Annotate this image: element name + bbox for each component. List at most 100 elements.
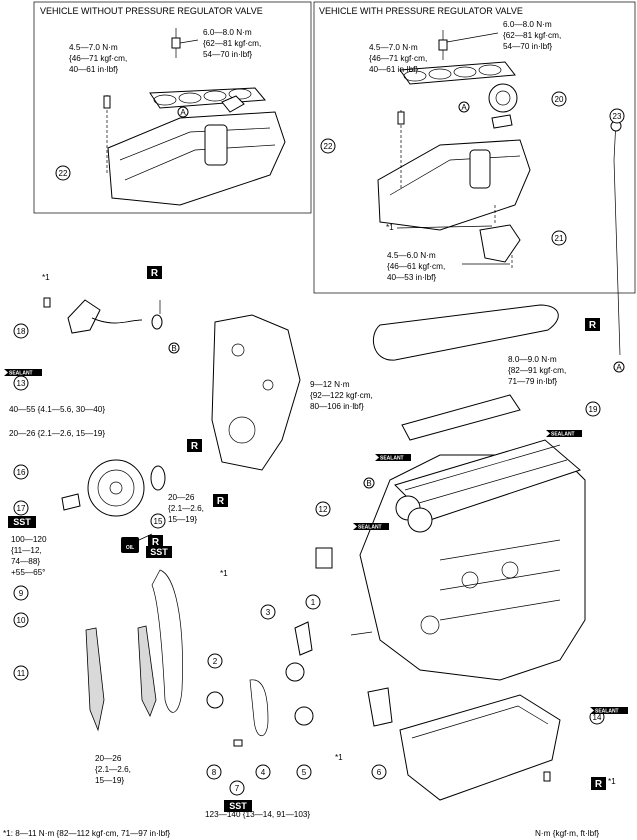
- star1-label-guide: *1: [335, 753, 343, 762]
- svg-text:15—19}: 15—19}: [168, 515, 197, 524]
- callout-15: 15: [150, 513, 166, 529]
- callout-3: 3: [260, 604, 276, 620]
- timing-chain: [151, 569, 183, 713]
- r-badge-seal: R: [148, 535, 163, 548]
- svg-text:SEALANT: SEALANT: [595, 709, 619, 715]
- sst-badge-idler: SST: [224, 800, 252, 812]
- sst-badge-pulley: SST: [8, 516, 36, 528]
- block-ribs: [420, 539, 561, 635]
- ref-b-block: B: [363, 477, 375, 489]
- svg-text:R: R: [151, 268, 159, 279]
- ref-a-left: A: [177, 106, 189, 118]
- svg-text:9: 9: [19, 589, 24, 598]
- torque-idler: 123—140 {13—14, 91—103}: [205, 810, 310, 819]
- torque-cover-lower: 20—26 {2.1—2.6, 15—19}: [168, 493, 204, 524]
- svg-text:SST: SST: [229, 801, 247, 811]
- oil-filler-right: [469, 149, 491, 189]
- svg-text:8: 8: [212, 768, 217, 777]
- svg-text:{46—61 kgf·cm,: {46—61 kgf·cm,: [387, 262, 445, 271]
- svg-text:B: B: [171, 344, 176, 353]
- svg-text:100—120: 100—120: [11, 535, 47, 544]
- regulator-bracket: [479, 224, 521, 263]
- svg-text:15—19}: 15—19}: [95, 776, 124, 785]
- svg-text:SEALANT: SEALANT: [358, 525, 382, 531]
- torque-cover-short: 20—26 {2.1—2.6, 15—19}: [9, 429, 105, 438]
- svg-text:54—70 in·lbf}: 54—70 in·lbf}: [503, 42, 552, 51]
- oil-drain-plug: [543, 771, 551, 782]
- callout-22b: 22: [320, 138, 336, 154]
- callout-18: 18: [13, 323, 29, 339]
- oil-pump-drive-sprocket: [206, 691, 224, 709]
- engine-bracket: [401, 394, 521, 441]
- svg-text:40—61 in·lbf}: 40—61 in·lbf}: [69, 65, 118, 74]
- timing-chain-cover: [211, 314, 301, 471]
- torque-head-cover-nut: 8.0—9.0 N·m {82—91 kgf·cm, 71—79 in·lbf}: [508, 355, 566, 386]
- gasket-lobes-left: [153, 88, 252, 106]
- svg-text:{62—81 kgf·cm,: {62—81 kgf·cm,: [503, 31, 561, 40]
- badges: RRRRRRSSTSSTSSTSEALANTSEALANTSEALANTSEAL…: [4, 266, 628, 812]
- svg-text:R: R: [589, 320, 597, 331]
- svg-text:10: 10: [17, 616, 26, 625]
- camshafts: [404, 444, 568, 506]
- callout-7: 7: [229, 780, 245, 796]
- crankshaft-sprocket: [285, 662, 305, 682]
- oil-filler-left: [204, 124, 228, 166]
- svg-text:{11—12,: {11—12,: [11, 546, 42, 555]
- svg-text:80—106 in·lbf}: 80—106 in·lbf}: [310, 402, 364, 411]
- svg-text:6.0—8.0 N·m: 6.0—8.0 N·m: [203, 28, 252, 37]
- svg-text:{2.1—2.6,: {2.1—2.6,: [95, 765, 131, 774]
- ref-b-pipe: B: [168, 342, 180, 354]
- svg-text:SST: SST: [13, 517, 31, 527]
- svg-text:R: R: [152, 537, 160, 548]
- callout-16: 16: [13, 464, 29, 480]
- svg-text:7: 7: [235, 784, 240, 793]
- r-badge-pan: R: [591, 777, 606, 790]
- svg-text:16: 16: [17, 468, 26, 477]
- footer-units: N·m {kgf·m, ft·lbf}: [535, 829, 599, 838]
- gasket-lobes-right: [403, 64, 502, 82]
- crankshaft-pulley-bolt: [61, 493, 81, 511]
- tensioner-pin: [350, 631, 373, 636]
- callout-2: 2: [207, 653, 223, 669]
- torque-with-stud: 6.0—8.0 N·m {62—81 kgf·cm, 54—70 in·lbf}: [503, 20, 561, 51]
- svg-text:R: R: [217, 496, 225, 507]
- front-oil-seal: [150, 465, 166, 491]
- torque-bracket-bolt: 9—12 N·m {92—122 kgf·cm, 80—106 in·lbf}: [310, 380, 373, 411]
- box-without-regulator: [33, 1, 312, 214]
- callout-21: 21: [551, 230, 567, 246]
- idler-bolt: [233, 739, 243, 747]
- callout-12: 12: [315, 501, 331, 517]
- svg-text:40—53 in·lbf}: 40—53 in·lbf}: [387, 273, 436, 282]
- sealant-badge-head: SEALANT: [546, 430, 582, 438]
- callout-22a: 22: [55, 165, 71, 181]
- svg-text:3: 3: [266, 608, 271, 617]
- callout-13: 13: [13, 375, 29, 391]
- svg-text:2: 2: [213, 657, 218, 666]
- callout-4: 4: [255, 764, 271, 780]
- r-badge-cover-lower: R: [213, 494, 228, 507]
- bolt-left: [103, 95, 111, 109]
- callout-19: 19: [585, 401, 601, 417]
- svg-text:22: 22: [59, 169, 68, 178]
- svg-text:{2.1—2.6,: {2.1—2.6,: [168, 504, 204, 513]
- chain-tensioner: [315, 547, 333, 569]
- svg-text:OIL: OIL: [126, 545, 134, 551]
- star1-label-box: *1: [386, 223, 394, 232]
- svg-text:12: 12: [319, 505, 328, 514]
- svg-text:20: 20: [555, 95, 564, 104]
- callout-8: 8: [206, 764, 222, 780]
- svg-text:{46—71 kgf·cm,: {46—71 kgf·cm,: [369, 54, 427, 63]
- svg-text:6: 6: [377, 768, 382, 777]
- torque-without-bolt: 4.5—7.0 N·m {46—71 kgf·cm, 40—61 in·lbf}: [69, 43, 127, 74]
- oil-pump-chain-guide: [367, 687, 393, 727]
- svg-text:18: 18: [17, 327, 26, 336]
- svg-text:SST: SST: [150, 547, 168, 557]
- svg-text:8.0—9.0 N·m: 8.0—9.0 N·m: [508, 355, 557, 364]
- svg-text:71—79 in·lbf}: 71—79 in·lbf}: [508, 377, 557, 386]
- svg-text:4: 4: [261, 768, 266, 777]
- svg-text:9—12 N·m: 9—12 N·m: [310, 380, 350, 389]
- torque-chain-guide: 20—26 {2.1—2.6, 15—19}: [95, 754, 131, 785]
- svg-text:15: 15: [154, 517, 163, 526]
